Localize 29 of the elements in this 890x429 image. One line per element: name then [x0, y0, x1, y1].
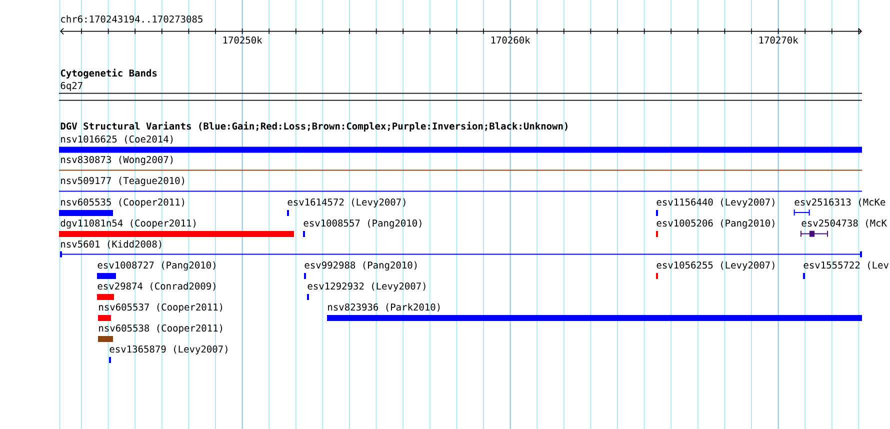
- region-label: chr6:170243194..170273085: [61, 15, 202, 23]
- feature-label: esv1365879 (Levy2007): [110, 345, 228, 354]
- feature-label: esv2504738 (McK: [802, 219, 887, 228]
- band-label: 6q27: [60, 82, 82, 91]
- feature-label: esv29874 (Conrad2009): [98, 282, 216, 291]
- tick-label: 170270k: [759, 36, 798, 44]
- tick-label: 170260k: [491, 36, 530, 44]
- feature-label: nsv605537 (Cooper2011): [99, 303, 222, 312]
- feature-label: esv1555722 (Lev: [804, 261, 889, 270]
- feature-label: esv992988 (Pang2010): [304, 261, 417, 271]
- feature-label: esv1008727 (Pang2010): [98, 261, 216, 271]
- feature-label: nsv823936 (Park2010): [328, 303, 440, 312]
- feature-label: nsv605535 (Cooper2011): [61, 198, 184, 208]
- feature-label: esv1008557 (Pang2010): [304, 219, 422, 229]
- feature-label: nsv1016625 (Coe2014): [61, 135, 173, 144]
- tick-label: 170250k: [223, 36, 262, 44]
- feature-label: nsv605538 (Cooper2011): [99, 324, 222, 334]
- feature-label: esv1005206 (Pang2010): [656, 219, 774, 229]
- feature-label: nsv509177 (Teague2010): [61, 176, 184, 186]
- track-heading: Cytogenetic Bands: [60, 68, 157, 78]
- feature-label: dgv11081n54 (Cooper2011): [60, 219, 196, 229]
- track-heading: DGV Structural Variants (Blue:Gain;Red:Loss;Brown:Complex;Purple:Inversion;Black:Unknown): [60, 122, 568, 132]
- feature-label: esv1156440 (Levy2007): [656, 198, 774, 208]
- feature-label: esv1292932 (Levy2007): [308, 282, 426, 292]
- feature-label: nsv5601 (Kidd2008): [61, 240, 162, 249]
- feature-label: esv1614572 (Levy2007): [288, 198, 406, 208]
- feature-label: esv1056255 (Levy2007): [656, 261, 774, 270]
- feature-label: esv2516313 (McKe: [794, 198, 886, 207]
- feature-label: nsv830873 (Wong2007): [61, 156, 173, 166]
